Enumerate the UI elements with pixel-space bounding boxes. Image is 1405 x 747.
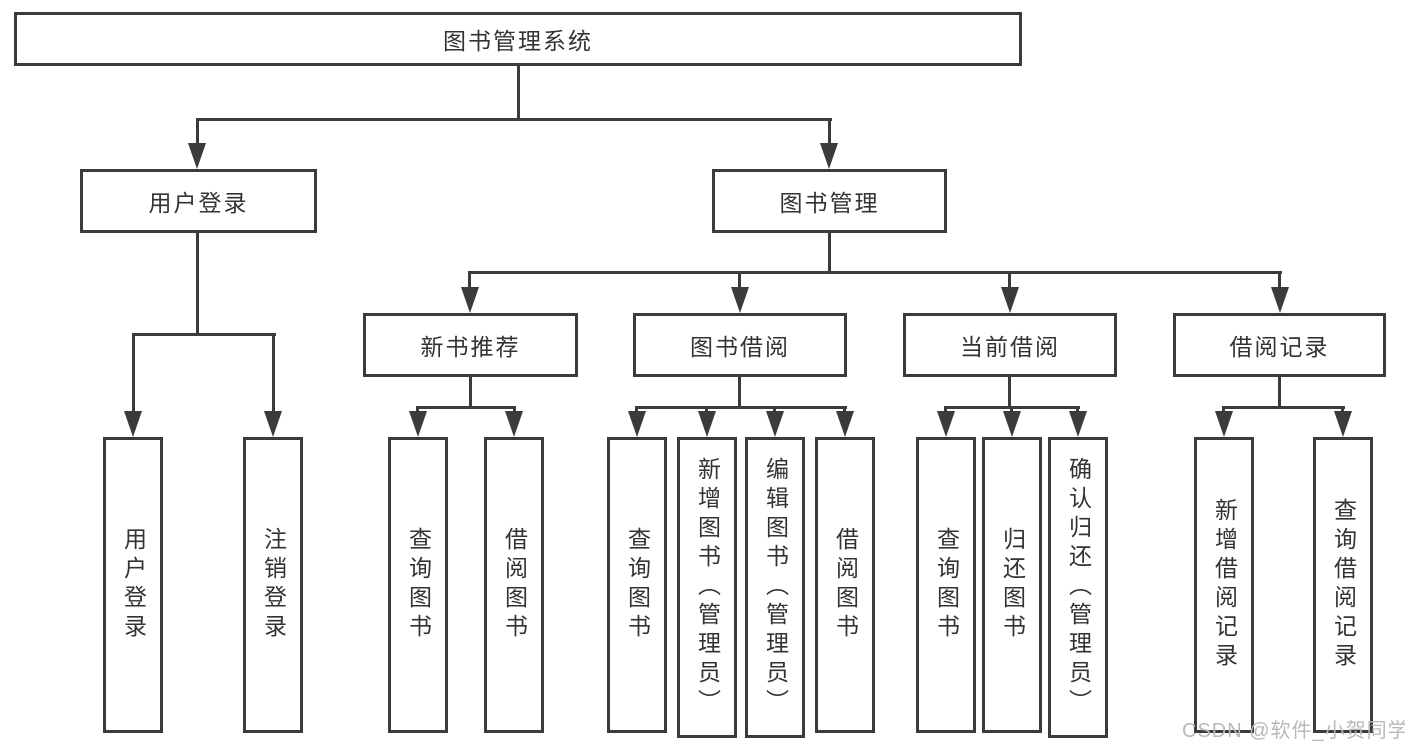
connector-stem — [1278, 377, 1281, 408]
arrow-down-icon — [1334, 411, 1352, 437]
connector-drop — [1341, 406, 1344, 413]
leaf-query-books: 查询图书 — [388, 437, 448, 733]
leaf-confirm-return-admin: 确认归还（管理员） — [1048, 437, 1108, 738]
connector-drop — [1076, 406, 1079, 413]
node-borrow-records: 借阅记录 — [1173, 313, 1386, 377]
arrow-down-icon — [731, 287, 749, 313]
node-book-borrow: 图书借阅 — [633, 313, 847, 377]
connector-drop — [1008, 271, 1011, 289]
connector-level3-split — [468, 271, 1282, 274]
connector-drop — [635, 406, 638, 413]
connector-level2-split — [196, 118, 832, 121]
connector-drop — [843, 406, 846, 413]
node-book-management: 图书管理 — [712, 169, 947, 233]
arrow-down-icon — [766, 411, 784, 437]
connector-split — [416, 406, 516, 409]
leaf-add-borrow-record: 新增借阅记录 — [1194, 437, 1254, 733]
arrow-down-icon — [1271, 287, 1289, 313]
connector-stem — [469, 377, 472, 408]
node-user-login: 用户登录 — [80, 169, 317, 233]
arrow-down-icon — [1069, 411, 1087, 437]
arrow-down-icon — [124, 411, 142, 437]
connector-drop — [773, 406, 776, 413]
arrow-down-icon — [1003, 411, 1021, 437]
connector-drop — [1278, 271, 1281, 289]
connector-drop — [416, 406, 419, 413]
connector-split — [1222, 406, 1345, 409]
arrow-down-icon — [188, 143, 206, 169]
connector-drop — [944, 406, 947, 413]
connector-drop-user-login — [196, 118, 199, 146]
leaf-add-books-admin: 新增图书（管理员） — [677, 437, 737, 738]
leaf-query-books: 查询图书 — [607, 437, 667, 733]
leaf-borrow-books: 借阅图书 — [484, 437, 544, 733]
node-current-borrow: 当前借阅 — [903, 313, 1117, 377]
leaf-user-login: 用户登录 — [103, 437, 163, 733]
connector-mgmt-stem — [828, 233, 831, 273]
csdn-watermark: CSDN @软件_小贺同学 — [1182, 720, 1405, 742]
arrow-down-icon — [505, 411, 523, 437]
connector-drop — [1222, 406, 1225, 413]
connector-stem — [1008, 377, 1011, 408]
connector-stem — [738, 377, 741, 408]
connector-user-stem — [196, 233, 199, 336]
arrow-down-icon — [264, 411, 282, 437]
arrow-down-icon — [461, 287, 479, 313]
arrow-down-icon — [1001, 287, 1019, 313]
arrow-down-icon — [820, 143, 838, 169]
connector-drop-book-mgmt — [828, 118, 831, 146]
node-root-library-system: 图书管理系统 — [14, 12, 1022, 66]
connector-split — [635, 406, 847, 409]
connector-drop — [1010, 406, 1013, 413]
connector-user-split — [132, 333, 276, 336]
connector-drop — [272, 333, 275, 413]
arrow-down-icon — [836, 411, 854, 437]
connector-drop — [738, 271, 741, 289]
arrow-down-icon — [409, 411, 427, 437]
arrow-down-icon — [698, 411, 716, 437]
leaf-query-books: 查询图书 — [916, 437, 976, 733]
node-new-book-recommend: 新书推荐 — [363, 313, 578, 377]
leaf-edit-books-admin: 编辑图书（管理员） — [745, 437, 805, 738]
connector-drop — [705, 406, 708, 413]
leaf-logout: 注销登录 — [243, 437, 303, 733]
arrow-down-icon — [937, 411, 955, 437]
connector-drop — [513, 406, 516, 413]
connector-drop — [132, 333, 135, 413]
leaf-query-borrow-record: 查询借阅记录 — [1313, 437, 1373, 733]
arrow-down-icon — [628, 411, 646, 437]
connector-drop — [468, 271, 471, 289]
arrow-down-icon — [1215, 411, 1233, 437]
leaf-borrow-books: 借阅图书 — [815, 437, 875, 733]
connector-root-stem — [517, 66, 520, 120]
leaf-return-books: 归还图书 — [982, 437, 1042, 733]
